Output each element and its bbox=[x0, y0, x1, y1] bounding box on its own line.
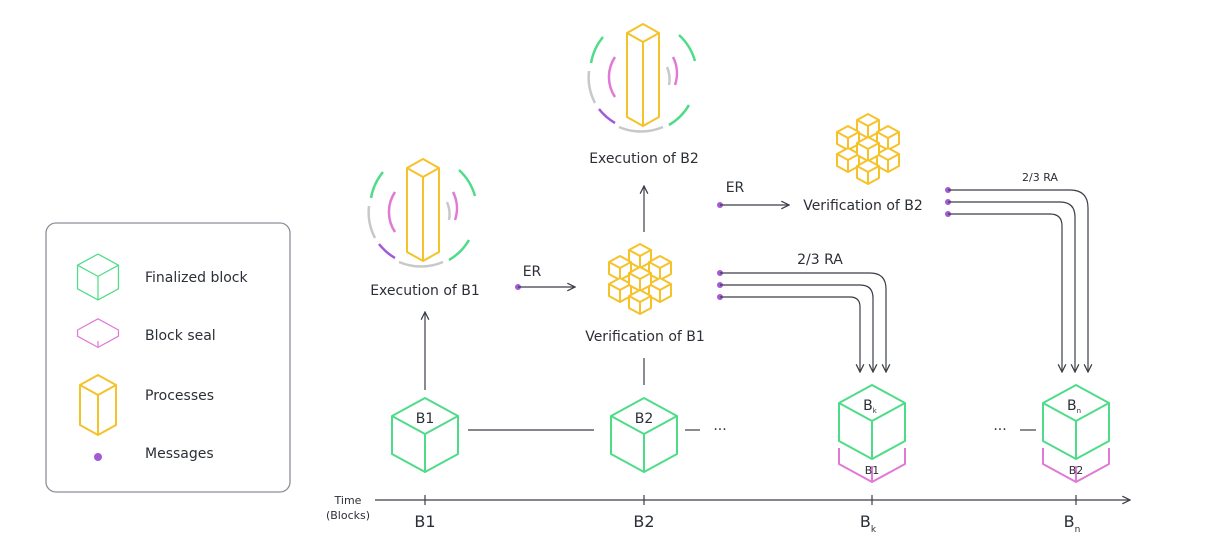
ra-arrows-2 bbox=[945, 187, 1088, 372]
svg-text:B1: B1 bbox=[416, 411, 435, 427]
time-axis: Time (Blocks) B1 B2 Bk Bn bbox=[326, 494, 1130, 535]
ellipsis: ··· bbox=[993, 422, 1006, 438]
block-bk: Bk B1 bbox=[838, 384, 906, 483]
label-verif-b1: Verification of B1 bbox=[585, 329, 705, 345]
block-b2: B2 bbox=[610, 397, 678, 473]
tick-b1: B1 bbox=[414, 512, 435, 531]
legend-processes: Processes bbox=[145, 388, 214, 404]
ra-label-1: 2/3 RA bbox=[797, 252, 843, 268]
tick-bn: Bn bbox=[1064, 512, 1081, 535]
er-label-1: ER bbox=[523, 264, 542, 280]
axis-label-time: Time bbox=[334, 494, 362, 507]
process-verif-b1 bbox=[609, 244, 671, 314]
tick-b2: B2 bbox=[633, 512, 654, 531]
block-b1: B1 bbox=[391, 397, 459, 473]
legend-finalized-block: Finalized block bbox=[145, 270, 248, 286]
label-verif-b2: Verification of B2 bbox=[803, 198, 923, 214]
er-label-2: ER bbox=[726, 180, 745, 196]
ra-label-2: 2/3 RA bbox=[1022, 171, 1058, 184]
process-exec-b2 bbox=[587, 23, 697, 133]
legend-block-seal: Block seal bbox=[145, 328, 216, 344]
purple-dot-icon bbox=[94, 453, 102, 461]
seal-label: B2 bbox=[1069, 464, 1084, 477]
svg-text:Bk: Bk bbox=[863, 398, 878, 415]
label-exec-b2: Execution of B2 bbox=[589, 151, 699, 167]
process-verif-b2 bbox=[837, 114, 899, 184]
svg-text:Bn: Bn bbox=[1067, 398, 1081, 415]
ra-arrows-1 bbox=[717, 270, 886, 372]
tick-bk: Bk bbox=[860, 512, 877, 535]
pink-seal-icon bbox=[76, 318, 120, 348]
yellow-prism-icon bbox=[79, 374, 117, 436]
seal-label: B1 bbox=[865, 464, 880, 477]
process-exec-b1 bbox=[367, 158, 477, 268]
label-exec-b1: Execution of B1 bbox=[370, 283, 480, 299]
ellipsis: ··· bbox=[713, 422, 726, 438]
svg-text:B2: B2 bbox=[635, 411, 654, 427]
block-bn: Bn B2 bbox=[1042, 384, 1110, 483]
legend-messages: Messages bbox=[145, 446, 214, 462]
legend: Finalized block Block seal Processes Mes… bbox=[45, 222, 291, 493]
axis-label-blocks: (Blocks) bbox=[326, 509, 370, 522]
